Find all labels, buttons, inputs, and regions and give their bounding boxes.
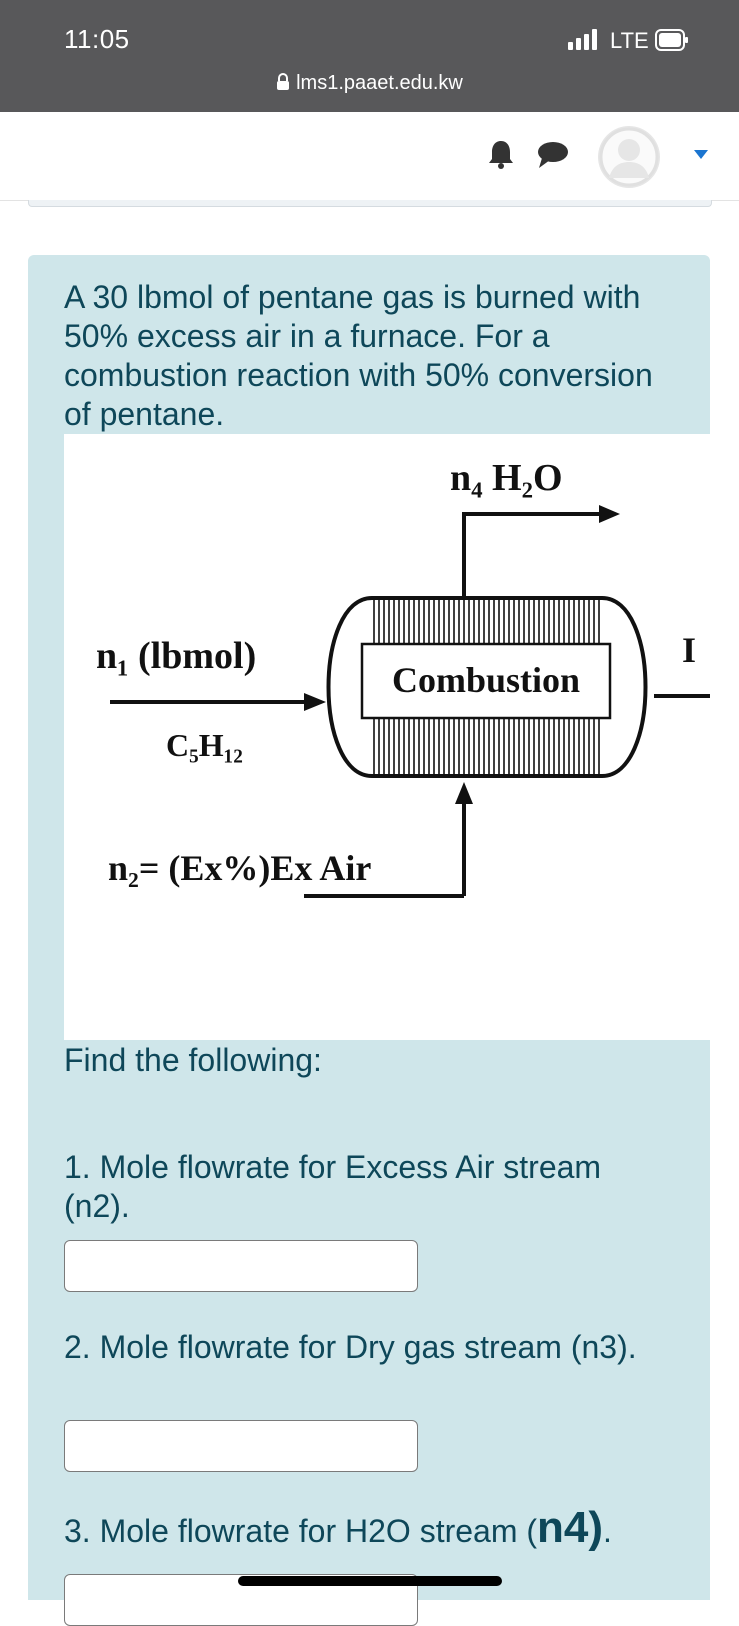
combustion-box bbox=[360, 642, 612, 720]
home-indicator bbox=[238, 1576, 502, 1586]
previous-card-edge bbox=[28, 200, 712, 207]
url-text: lms1.paaet.edu.kw bbox=[296, 72, 463, 94]
question-intro: A 30 lbmol of pentane gas is burned with… bbox=[64, 279, 653, 432]
vessel-right-cap bbox=[601, 596, 648, 778]
find-heading: Find the following: bbox=[64, 1042, 322, 1078]
lock-icon bbox=[277, 73, 290, 90]
address-bar[interactable]: lms1.paaet.edu.kw bbox=[0, 72, 739, 95]
feed-stream-label: n₁ (lbmol) bbox=[96, 635, 256, 677]
vessel-hatching bbox=[373, 598, 600, 776]
signal-icon bbox=[568, 29, 597, 50]
combustion-diagram: n₄ H₂O bbox=[96, 457, 710, 898]
subquestion-3-emphasis: n4) bbox=[537, 1503, 604, 1552]
status-bar: 11:05 LTE lms1.paaet.edu.kw bbox=[0, 0, 739, 112]
user-avatar[interactable] bbox=[598, 126, 660, 188]
subquestion-1: 1. Mole flowrate for Excess Air stream (… bbox=[64, 1149, 602, 1224]
process-diagram: n₄ H₂O bbox=[64, 434, 710, 1040]
feed-species-label: C₅H₁₂ bbox=[166, 727, 243, 763]
subquestion-3: 3. Mole flowrate for H2O stream (n4). bbox=[64, 1506, 664, 1551]
clock: 11:05 bbox=[64, 24, 130, 54]
caret-down-icon[interactable] bbox=[694, 150, 708, 160]
air-arrow-head bbox=[455, 782, 473, 804]
air-stream-label: n₂= (Ex%)Ex Air bbox=[108, 848, 371, 888]
top-navbar bbox=[0, 112, 739, 201]
battery-icon bbox=[655, 29, 688, 51]
top-stream-label: n₄ H₂O bbox=[450, 457, 563, 499]
network-type: LTE bbox=[610, 28, 649, 53]
subquestion-3-suffix: . bbox=[603, 1513, 612, 1549]
feed-arrow-head bbox=[304, 693, 326, 711]
answer-input-n2[interactable] bbox=[64, 1240, 418, 1292]
chat-bubble-icon[interactable] bbox=[536, 140, 570, 170]
bell-icon[interactable] bbox=[486, 138, 516, 170]
top-arrow-head bbox=[599, 505, 620, 523]
answer-input-n3[interactable] bbox=[64, 1420, 418, 1472]
subquestion-3-prefix: 3. Mole flowrate for H2O stream ( bbox=[64, 1513, 538, 1549]
subquestion-2: 2. Mole flowrate for Dry gas stream (n3)… bbox=[64, 1329, 637, 1365]
user-silhouette-icon bbox=[599, 127, 659, 187]
dry-gas-stream-label-partial: I bbox=[682, 630, 696, 670]
unit-label: Combustion bbox=[392, 660, 580, 700]
vessel-left-cap bbox=[326, 596, 373, 778]
